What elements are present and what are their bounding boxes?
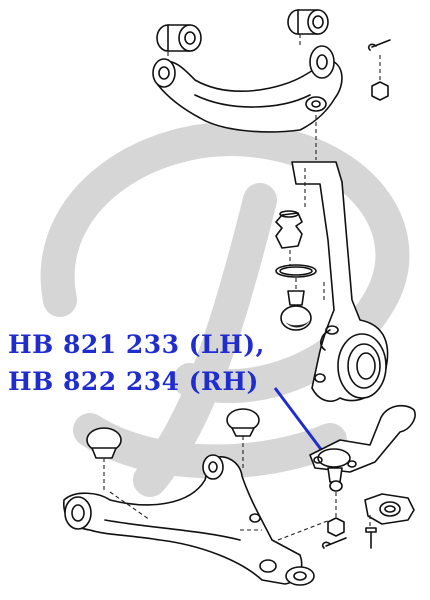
leader-line: [273, 387, 325, 453]
lower-control-arm: [63, 408, 331, 586]
ball-joint-stack: [275, 210, 317, 331]
lower-nut-cotter-pin: [321, 517, 347, 549]
upper-control-arm: [152, 9, 391, 160]
mount-bracket: [364, 493, 415, 549]
part-number-label-rh: HB 822 234 (RH): [8, 367, 259, 396]
steering-knuckle: [291, 161, 389, 402]
part-number-label-lh: HB 821 233 (LH),: [8, 330, 265, 359]
lower-ball-joint: [309, 404, 416, 518]
